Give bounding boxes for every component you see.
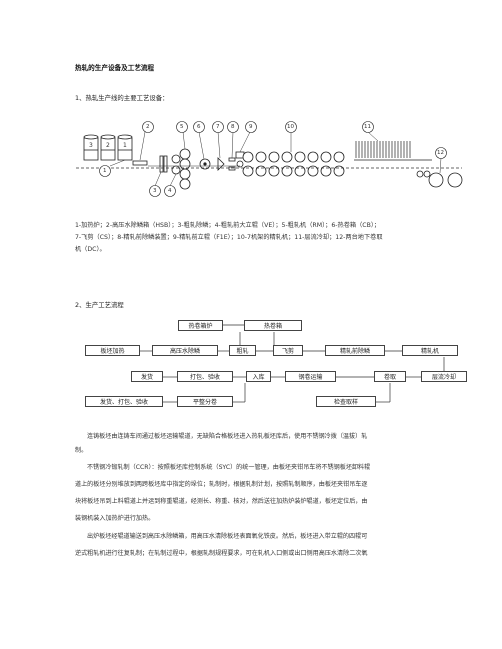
- eq-label-10: 10: [287, 124, 294, 130]
- flow-cooling: 层流冷却: [421, 371, 467, 382]
- flow-connectors: [140, 324, 445, 403]
- flow-rehearth: 热卷箱炉: [178, 320, 223, 331]
- flow-slit: 平整分卷: [177, 396, 233, 407]
- eq-label-2: 2: [146, 124, 150, 130]
- flow-shear: 飞剪: [273, 345, 303, 356]
- doc-title: 热轧的生产设备及工艺流程: [75, 64, 155, 72]
- flow-conveyor: 钢卷运输: [285, 371, 336, 382]
- flow-ship: 发货: [131, 371, 163, 382]
- flow-ship-pack: 发货、打包、验收: [85, 396, 163, 407]
- eq-label-6: 6: [197, 124, 201, 130]
- flow-store: 入库: [246, 371, 271, 382]
- para-3-line-2: 逆式粗轧机进行往复轧制；在轧制过程中，根据轧制规程要求，可在轧机入口侧或出口侧用…: [75, 550, 368, 557]
- eq-label-9: 9: [249, 124, 253, 130]
- flow-hp-descale: 高压水除鳞: [152, 345, 218, 356]
- coiler-2: [447, 172, 463, 188]
- flow-finish-mill: 精轧机: [402, 345, 458, 356]
- flow-finish-descale: 精轧前除鳞: [325, 345, 385, 356]
- para-2-line-4: 装钢机装入加热炉进行加热。: [75, 515, 155, 522]
- eq-label-11: 11: [364, 124, 371, 130]
- section-1-heading: 1、热轧生产线的主要工艺设备：: [75, 94, 169, 102]
- eq-label-3: 3: [153, 188, 157, 194]
- flow-heating: 板坯加热: [85, 345, 140, 356]
- para-1-line-2: 制。: [75, 447, 88, 454]
- eq-label-12: 12: [437, 150, 444, 156]
- flow-pack: 打包、验收: [177, 371, 233, 382]
- legend-line-2: 7-飞剪（CS）；8-精轧前除鳞装置；9-精轧前立辊（F1E）；10-7机架的精…: [75, 234, 383, 241]
- para-3-line-1: 出炉板坯经辊道输送到高压水除鳞箱，用高压水清除板坯表面氧化铁皮。然后，板坯进入带…: [87, 533, 368, 540]
- para-1-line-1: 连铸板坯由连铸车间通过板坯运输辊道，无缺陷合格板坯进入热轧板坯库后，使用不锈钢冷…: [87, 433, 368, 440]
- legend-line-3: 机（DC）。: [75, 246, 106, 253]
- flow-rough: 粗轧: [229, 345, 256, 356]
- flow-coilbox: 热卷箱: [244, 320, 302, 331]
- section-2-heading: 2、生产工艺流程: [75, 301, 124, 309]
- laminar-cooling-headers: [355, 141, 411, 158]
- coiler-1: [428, 172, 444, 188]
- legend-line-1: 1-加热炉；2-高压水除鳞箱（HSB）；3-粗轧除鳞；4-粗轧前大立辊（VE）；…: [75, 222, 381, 229]
- flow-inspect: 检查取样: [316, 396, 376, 407]
- para-2-line-1: 不锈钢冷锻轧制（CCR）：按照板坯库控制系统（SYC）的统一管理，由板坯夹钳吊车…: [87, 464, 371, 471]
- finishing-mill: [242, 151, 345, 177]
- para-2-line-3: 块将板坯吊到上料辊道上并运到称重辊道，经测长、称重、核对，然后送往加热炉装炉辊道…: [75, 498, 368, 505]
- eq-label-4: 4: [168, 188, 172, 194]
- eq-label-8: 8: [231, 124, 235, 130]
- eq-label-5: 5: [180, 124, 184, 130]
- eq-label-1: 1: [103, 168, 107, 174]
- para-2-line-2: 道上的板坯分别堆放到两跨板坯库中指定的垛位；轧制时，根据轧制计划，按照轧制顺序，…: [75, 481, 368, 488]
- furnace-label-3: 3: [89, 142, 93, 149]
- flow-coiler: 卷取: [374, 371, 406, 382]
- furnace-label-2: 2: [106, 142, 110, 149]
- furnace-label-1: 1: [123, 142, 127, 149]
- eq-label-7: 7: [216, 124, 220, 130]
